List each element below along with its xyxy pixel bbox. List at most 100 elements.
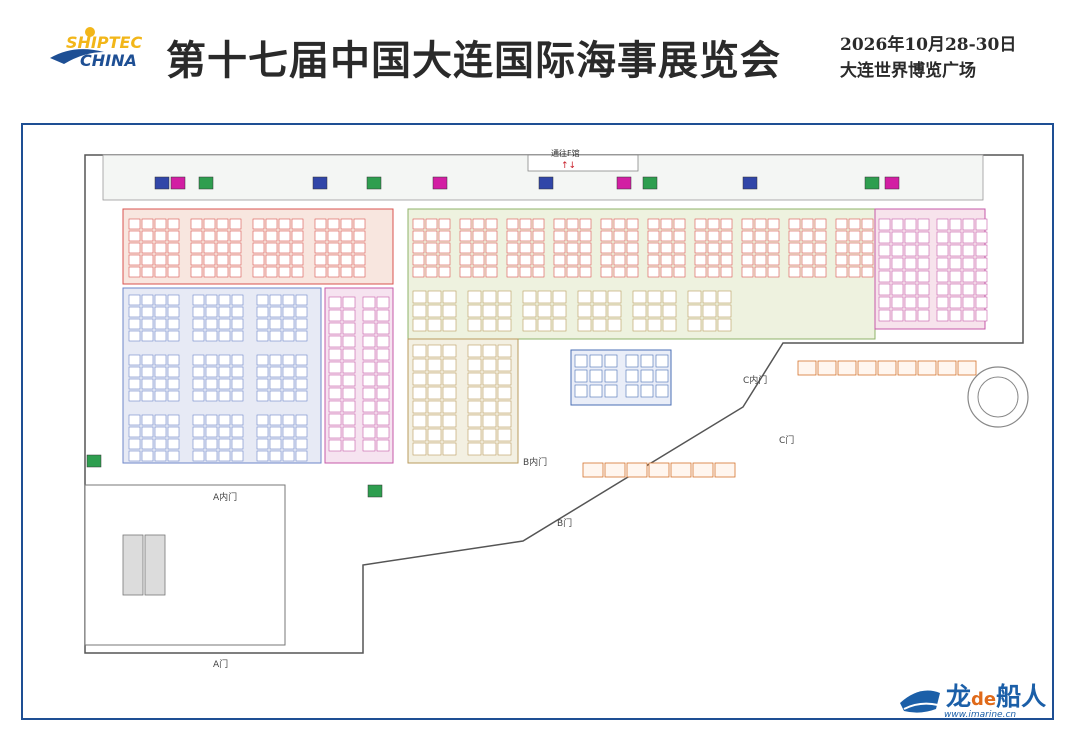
- booth[interactable]: [205, 438, 218, 450]
- booth[interactable]: [328, 348, 342, 361]
- booth[interactable]: [754, 242, 767, 254]
- booth[interactable]: [814, 218, 827, 230]
- booth[interactable]: [141, 230, 154, 242]
- booth[interactable]: [425, 218, 438, 230]
- booth[interactable]: [848, 266, 861, 278]
- booth[interactable]: [412, 400, 427, 414]
- booth[interactable]: [975, 270, 988, 283]
- booth[interactable]: [673, 254, 686, 266]
- booth[interactable]: [532, 242, 545, 254]
- booth[interactable]: [278, 218, 291, 230]
- booth[interactable]: [154, 414, 167, 426]
- booth[interactable]: [891, 296, 904, 309]
- booth[interactable]: [949, 257, 962, 270]
- booth[interactable]: [128, 254, 141, 266]
- booth[interactable]: [878, 296, 891, 309]
- booth[interactable]: [626, 230, 639, 242]
- booth[interactable]: [427, 344, 442, 358]
- booth[interactable]: [128, 390, 141, 402]
- booth[interactable]: [269, 390, 282, 402]
- booth[interactable]: [604, 462, 626, 478]
- booth[interactable]: [412, 304, 427, 318]
- booth[interactable]: [252, 242, 265, 254]
- booth[interactable]: [482, 318, 497, 332]
- booth[interactable]: [577, 304, 592, 318]
- booth[interactable]: [741, 230, 754, 242]
- booth[interactable]: [128, 306, 141, 318]
- booth[interactable]: [741, 254, 754, 266]
- booth[interactable]: [532, 218, 545, 230]
- booth[interactable]: [482, 386, 497, 400]
- booth[interactable]: [459, 242, 472, 254]
- booth[interactable]: [128, 218, 141, 230]
- booth[interactable]: [467, 358, 482, 372]
- booth[interactable]: [328, 374, 342, 387]
- booth[interactable]: [482, 344, 497, 358]
- booth[interactable]: [579, 254, 592, 266]
- booth[interactable]: [485, 242, 498, 254]
- booth[interactable]: [128, 330, 141, 342]
- booth[interactable]: [269, 414, 282, 426]
- booth[interactable]: [128, 266, 141, 278]
- booth[interactable]: [577, 318, 592, 332]
- booth[interactable]: [497, 344, 512, 358]
- booth[interactable]: [128, 318, 141, 330]
- booth[interactable]: [216, 254, 229, 266]
- booth[interactable]: [917, 218, 930, 231]
- booth[interactable]: [552, 304, 567, 318]
- booth[interactable]: [574, 384, 588, 398]
- booth[interactable]: [957, 360, 977, 376]
- booth[interactable]: [647, 254, 660, 266]
- booth[interactable]: [342, 309, 356, 322]
- booth[interactable]: [687, 318, 702, 332]
- booth[interactable]: [522, 290, 537, 304]
- booth[interactable]: [574, 369, 588, 383]
- booth[interactable]: [566, 254, 579, 266]
- booth[interactable]: [647, 290, 662, 304]
- booth[interactable]: [891, 231, 904, 244]
- booth[interactable]: [342, 348, 356, 361]
- booth[interactable]: [265, 266, 278, 278]
- booth[interactable]: [662, 290, 677, 304]
- booth[interactable]: [412, 358, 427, 372]
- booth[interactable]: [741, 218, 754, 230]
- booth[interactable]: [362, 439, 376, 452]
- booth[interactable]: [592, 318, 607, 332]
- booth[interactable]: [291, 218, 304, 230]
- booth[interactable]: [362, 296, 376, 309]
- booth[interactable]: [861, 242, 874, 254]
- booth[interactable]: [291, 242, 304, 254]
- booth[interactable]: [231, 330, 244, 342]
- booth[interactable]: [482, 400, 497, 414]
- booth[interactable]: [229, 230, 242, 242]
- booth[interactable]: [506, 242, 519, 254]
- booth[interactable]: [613, 254, 626, 266]
- booth[interactable]: [626, 266, 639, 278]
- booth[interactable]: [720, 242, 733, 254]
- booth[interactable]: [328, 413, 342, 426]
- booth[interactable]: [891, 244, 904, 257]
- booth[interactable]: [482, 304, 497, 318]
- booth[interactable]: [482, 290, 497, 304]
- booth[interactable]: [655, 384, 669, 398]
- booth[interactable]: [154, 426, 167, 438]
- booth[interactable]: [589, 369, 603, 383]
- booth[interactable]: [229, 242, 242, 254]
- booth[interactable]: [376, 348, 390, 361]
- booth[interactable]: [295, 330, 308, 342]
- booth[interactable]: [579, 242, 592, 254]
- booth[interactable]: [600, 266, 613, 278]
- booth[interactable]: [295, 426, 308, 438]
- booth[interactable]: [626, 254, 639, 266]
- booth[interactable]: [442, 442, 457, 456]
- booth[interactable]: [128, 354, 141, 366]
- booth[interactable]: [256, 330, 269, 342]
- booth[interactable]: [376, 296, 390, 309]
- booth[interactable]: [949, 270, 962, 283]
- booth[interactable]: [128, 438, 141, 450]
- booth[interactable]: [216, 230, 229, 242]
- booth[interactable]: [592, 290, 607, 304]
- booth[interactable]: [904, 270, 917, 283]
- booth[interactable]: [190, 242, 203, 254]
- booth[interactable]: [438, 266, 451, 278]
